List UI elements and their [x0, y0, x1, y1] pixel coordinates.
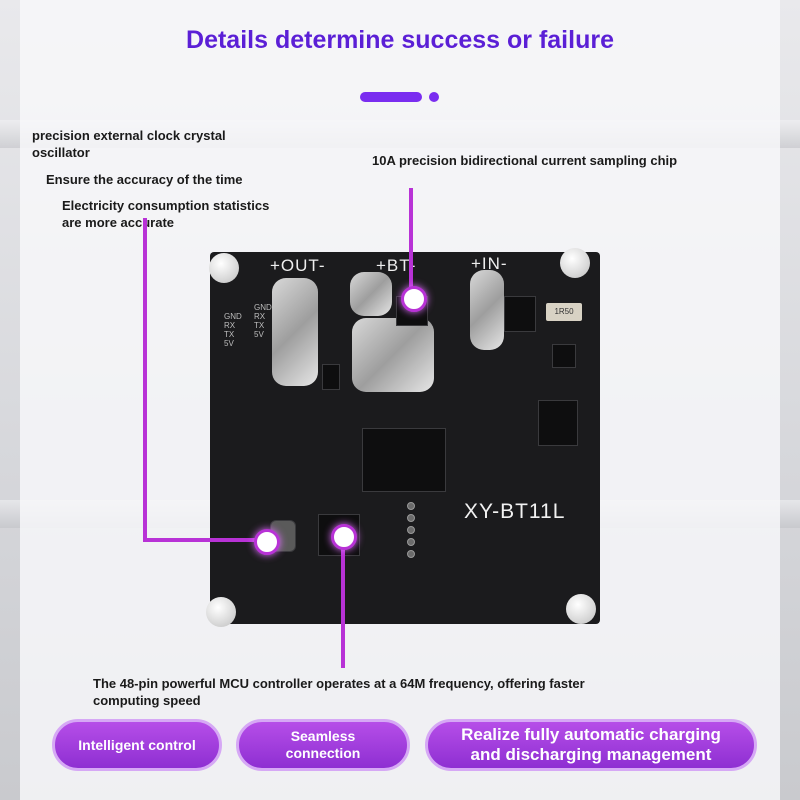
feature-pill-auto-charging: Realize fully automatic charging and dis… [425, 719, 757, 771]
feature-pill-seamless-connection: Seamless connection [236, 719, 410, 771]
terminal-out-label: +OUT- [270, 256, 326, 275]
annotation-mcu-controller: The 48-pin powerful MCU controller opera… [93, 676, 585, 708]
terminal-in-label: +IN- [471, 254, 508, 273]
pin-hole [407, 502, 415, 510]
title-underline-dot [429, 92, 439, 102]
shunt-resistor: 1R50 [546, 303, 582, 321]
uart-header-labels: GND RX TX 5V [254, 303, 272, 339]
mosfet [504, 296, 536, 332]
in-terminal-pad [470, 270, 504, 350]
main-ic [362, 428, 446, 492]
pin-hole [407, 538, 415, 546]
board-model-label: XY-BT11L [464, 500, 566, 523]
leader-line-mcu [341, 540, 345, 668]
terminal-bt-label: +BT- [376, 256, 417, 275]
small-ic [552, 344, 576, 368]
leader-line-consumption [143, 538, 263, 542]
leader-line-sampling-chip [409, 188, 413, 298]
pin-hole [407, 550, 415, 558]
annotation-crystal-oscillator: precision external clock crystal oscilla… [32, 128, 226, 160]
standoff-bottom-left [206, 597, 236, 627]
sampling-chip-marker [401, 286, 427, 312]
mosfet [538, 400, 578, 446]
standoff-top-left [209, 253, 239, 283]
mcu-marker [331, 524, 357, 550]
page-title: Details determine success or failure [186, 26, 614, 54]
standoff-bottom-right [566, 594, 596, 624]
bt-terminal-pad [352, 318, 434, 392]
annotation-time-accuracy: Ensure the accuracy of the time [46, 172, 243, 187]
pin-hole [407, 514, 415, 522]
feature-pill-intelligent-control: Intelligent control [52, 719, 222, 771]
bt-terminal-pad [350, 272, 392, 316]
diode [322, 364, 340, 390]
pin-hole [407, 526, 415, 534]
leader-line-consumption [143, 218, 147, 542]
out-terminal-pad [272, 278, 318, 386]
standoff-top-right [560, 248, 590, 278]
uart-header-labels: GND RX TX 5V [224, 312, 242, 348]
title-underline-bar [360, 92, 422, 102]
annotation-consumption-stats: Electricity consumption statistics are m… [62, 198, 270, 230]
crystal-marker [254, 529, 280, 555]
annotation-sampling-chip: 10A precision bidirectional current samp… [372, 153, 678, 168]
